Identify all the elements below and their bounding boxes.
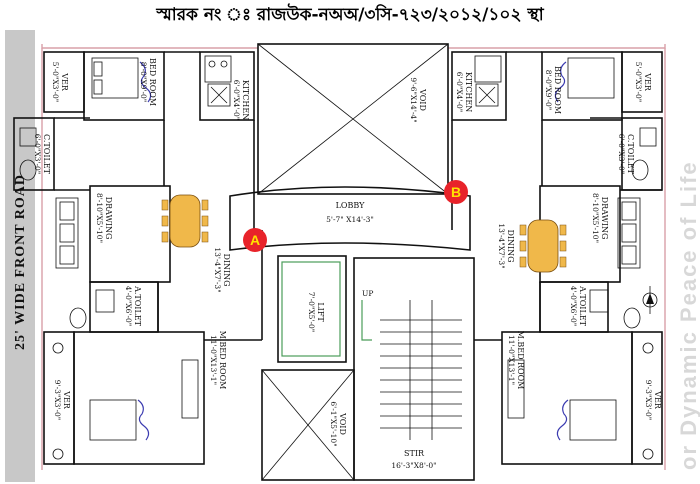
stove-icon [474,55,502,83]
sofa-icon [617,197,641,269]
bed-icon [91,57,139,99]
room-label-dining-l: DINING [222,253,231,286]
room-dim-bed-l: 8'-0"X9'-0" [139,62,148,103]
room-dim-drawing-l: 8'-10"X5'-10" [95,193,104,243]
unit-a-walls [13,51,263,465]
room-label-ver-tl: VER [60,72,69,92]
front-road [5,30,35,482]
room-dim-ver-tr: 5'-0"X3'-0" [634,62,643,103]
basin-icon [623,307,641,329]
room-label-ctoilet-l: C.TOILET [42,134,51,175]
room-dim-stair: 16'-3"X8'-0" [391,461,436,470]
unit-b-badge-label: B [451,184,461,200]
dining-table-icon [527,219,559,273]
unit-a-badge [243,228,267,252]
room-label-ctoilet-r: C.TOILET [626,134,635,175]
room-dim-atoilet-l: 4'-0"X6'-0" [124,286,133,327]
room-label-void-bot: VOID [338,412,347,435]
sink-icon [475,83,499,107]
toilet-icon [19,127,37,147]
toilet-icon [639,127,657,147]
room-dim-mbed-r: 11'-0"X13'-1" [507,335,516,385]
core-walls [229,43,475,481]
dining-table-icon [169,194,201,248]
room-dim-dining-r: 13'-4"X7'-3" [497,223,506,268]
unit-b-furniture [474,55,657,460]
room-dim-ver-bl: 9'-3"X3'-0" [53,380,62,421]
toilet-icon [589,289,609,313]
room-label-stair: STIR [404,449,425,458]
room-label-kitchen-r: KITCHEN [464,72,473,112]
bed-icon [567,57,615,99]
road-label: 25' WIDE FRONT ROAD [13,174,28,350]
bed-ornament-icon [139,61,152,103]
room-label-lift: LIFT [316,302,325,322]
room-label-ver-bl: VER [62,390,71,410]
room-label-drawing-r: DRAWING [600,197,609,240]
room-label-bed-l: BED ROOM [148,58,157,106]
room-label-lobby: LOBBY [336,201,365,210]
stove-icon [204,55,232,83]
wardrobe-icon [507,359,525,419]
room-label-mbed-r: M.BED ROOM [516,331,525,390]
boundary-line [41,44,258,49]
room-label-void-top: VOID [418,88,427,111]
wardrobe-icon [181,359,199,419]
room-label-atoilet-r: A.TOILET [578,285,587,327]
memo-number: স্মারক নং ঃ রাজউক-নঅঅ/৩সি-৭২৩/২০১২/১০২ স… [155,3,544,25]
basin-icon [631,159,649,181]
room-dim-lift: 7'-0"X5'-0" [307,292,316,333]
unit-a-badge-label: A [250,232,260,248]
stair-treads [380,300,462,440]
stair-up-label: UP [362,289,373,298]
sofa-icon [55,197,79,269]
room-label-ver-tr: VER [643,72,652,92]
room-label-kitchen-l: KITCHEN [241,80,250,120]
unit-b-walls [451,51,663,465]
unit-b-badge [444,180,468,204]
room-dim-ctoilet-l: 6'-0"X3'-0" [33,134,42,175]
room-dim-drawing-r: 8'-10"X5'-10" [591,193,600,243]
room-label-atoilet-l: A.TOILET [133,285,142,327]
north-arrow-icon [642,286,658,314]
room-dim-ver-br: 9'-3"X3'-0" [644,380,653,421]
room-dim-void-bot: 6'-1"X5'-10" [329,401,338,446]
bed-icon [569,399,617,441]
room-label-mbed-l: M.BED ROOM [218,331,227,390]
room-dim-bed-r: 8'-0"X9'-0" [544,70,553,111]
room-label-bed-r: BED ROOM [553,66,562,114]
basin-icon [69,307,87,329]
room-dim-kitchen-l: 6'-0"X4'-0" [232,80,241,121]
room-dim-dining-l: 13'-4"X7'-3" [213,247,222,292]
room-dim-mbed-l: 11'-0"X13'-1" [209,335,218,385]
bed-icon [89,399,137,441]
room-dim-ver-tl: 5'-0"X3'-0" [51,62,60,103]
room-label-drawing-l: DRAWING [104,197,113,240]
sink-icon [207,83,231,107]
toilet-icon [95,289,115,313]
room-dim-lobby: 5'-7" X14'-3" [326,215,374,224]
unit-a-furniture [19,55,232,460]
room-dim-atoilet-r: 4'-0"X6'-0" [569,286,578,327]
room-label-dining-r: DINING [506,229,515,262]
room-label-ver-br: VER [653,390,662,410]
room-dim-void-top: 9'-6"X14'-4" [409,77,418,122]
room-dim-ctoilet-r: 6'-0"X3'-0" [617,134,626,175]
watermark: or Dynamic Peace of Life [676,160,700,470]
basin-icon [19,159,37,181]
room-dim-kitchen-r: 6'-0"X4'-0" [455,72,464,113]
